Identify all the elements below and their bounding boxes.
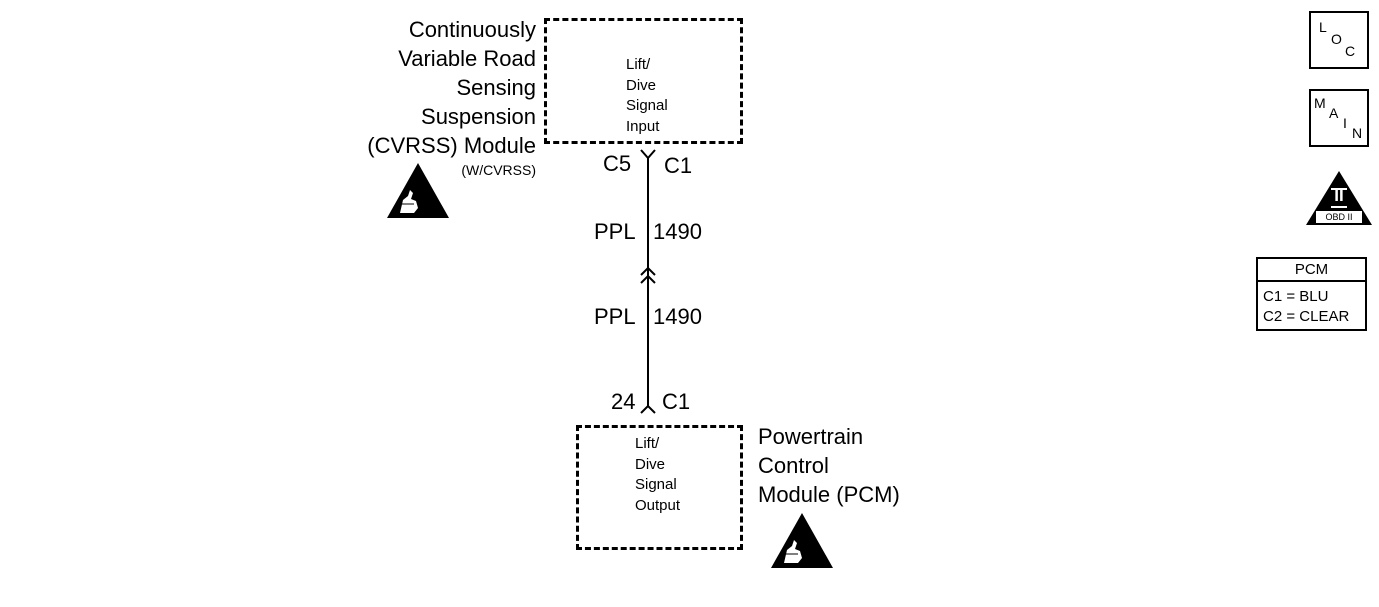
cvrss-name-line: Sensing (456, 75, 536, 100)
upper-wire-color: PPL (594, 219, 636, 244)
lower-wire-color: PPL (594, 304, 636, 329)
obd-ii-label: OBD II (1325, 212, 1353, 222)
cvrss-name-line: (CVRSS) Module (367, 133, 536, 158)
obd-ii-numeral: II (1334, 186, 1344, 205)
pcm-module-name: Powertrain Control Module (PCM) (758, 422, 900, 509)
pcm-box-line: Signal (635, 476, 677, 493)
main-icon: M A I N (1309, 89, 1369, 147)
main-letter: M (1314, 95, 1326, 111)
cvrss-box-line: Dive (626, 76, 657, 94)
loc-icon: L O C (1309, 11, 1369, 69)
cvrss-name-line: Continuously (408, 17, 536, 42)
cvrss-box-line: Signal (626, 97, 668, 114)
obd-ii-icon (1306, 171, 1372, 225)
esd-sensitive-icon (771, 513, 833, 568)
cvrss-box-line: Input (626, 117, 660, 135)
pcm-legend-row: C1 = BLU (1263, 288, 1329, 305)
loc-letter: O (1331, 31, 1342, 47)
bottom-connector-symbol (640, 404, 656, 414)
cvrss-module-box: Lift/ Dive Signal Input (544, 18, 743, 144)
top-connector-id: C1 (664, 153, 693, 178)
cvrss-box-label: Lift/ Dive Signal Input (626, 55, 668, 137)
loc-letter: L (1319, 19, 1327, 35)
pcm-box-label: Lift/ Dive Signal Output (635, 434, 680, 516)
top-connector-pin: C5 (603, 151, 632, 176)
cvrss-module-name: Continuously Variable Road Sensing Suspe… (300, 15, 536, 160)
top-connector-symbol (640, 149, 656, 160)
pcm-legend-row: C2 = CLEAR (1263, 308, 1350, 325)
cvrss-box-line: Lift/ (626, 56, 651, 73)
bottom-connector-pin: 24 (611, 389, 636, 414)
cvrss-name-line: Variable Road (398, 46, 536, 71)
cvrss-name-line: Suspension (421, 104, 536, 129)
pcm-legend-title: PCM (1258, 259, 1365, 282)
pcm-connector-legend: PCM C1 = BLU C2 = CLEAR (1256, 257, 1367, 331)
main-letter: N (1352, 125, 1363, 141)
lower-wire-circuit: 1490 (653, 304, 702, 329)
upper-wire-circuit: 1490 (653, 219, 702, 244)
pcm-module-box: Lift/ Dive Signal Output (576, 425, 743, 550)
loc-letter: C (1345, 43, 1356, 59)
pcm-name-line: Powertrain (758, 424, 864, 449)
main-letter: A (1329, 105, 1339, 121)
main-letter: I (1343, 115, 1347, 131)
esd-sensitive-icon (387, 163, 449, 218)
pcm-name-line: Control (758, 453, 829, 478)
pcm-box-line: Output (635, 496, 681, 514)
pcm-box-line: Dive (635, 455, 666, 473)
pcm-box-line: Lift/ (635, 435, 660, 452)
cvrss-option-label: (W/CVRSS) (461, 162, 536, 178)
inline-connector-lower (640, 274, 656, 284)
bottom-connector-id: C1 (662, 389, 691, 414)
inline-connector-upper (640, 266, 656, 276)
pcm-name-line: Module (PCM) (758, 482, 900, 507)
